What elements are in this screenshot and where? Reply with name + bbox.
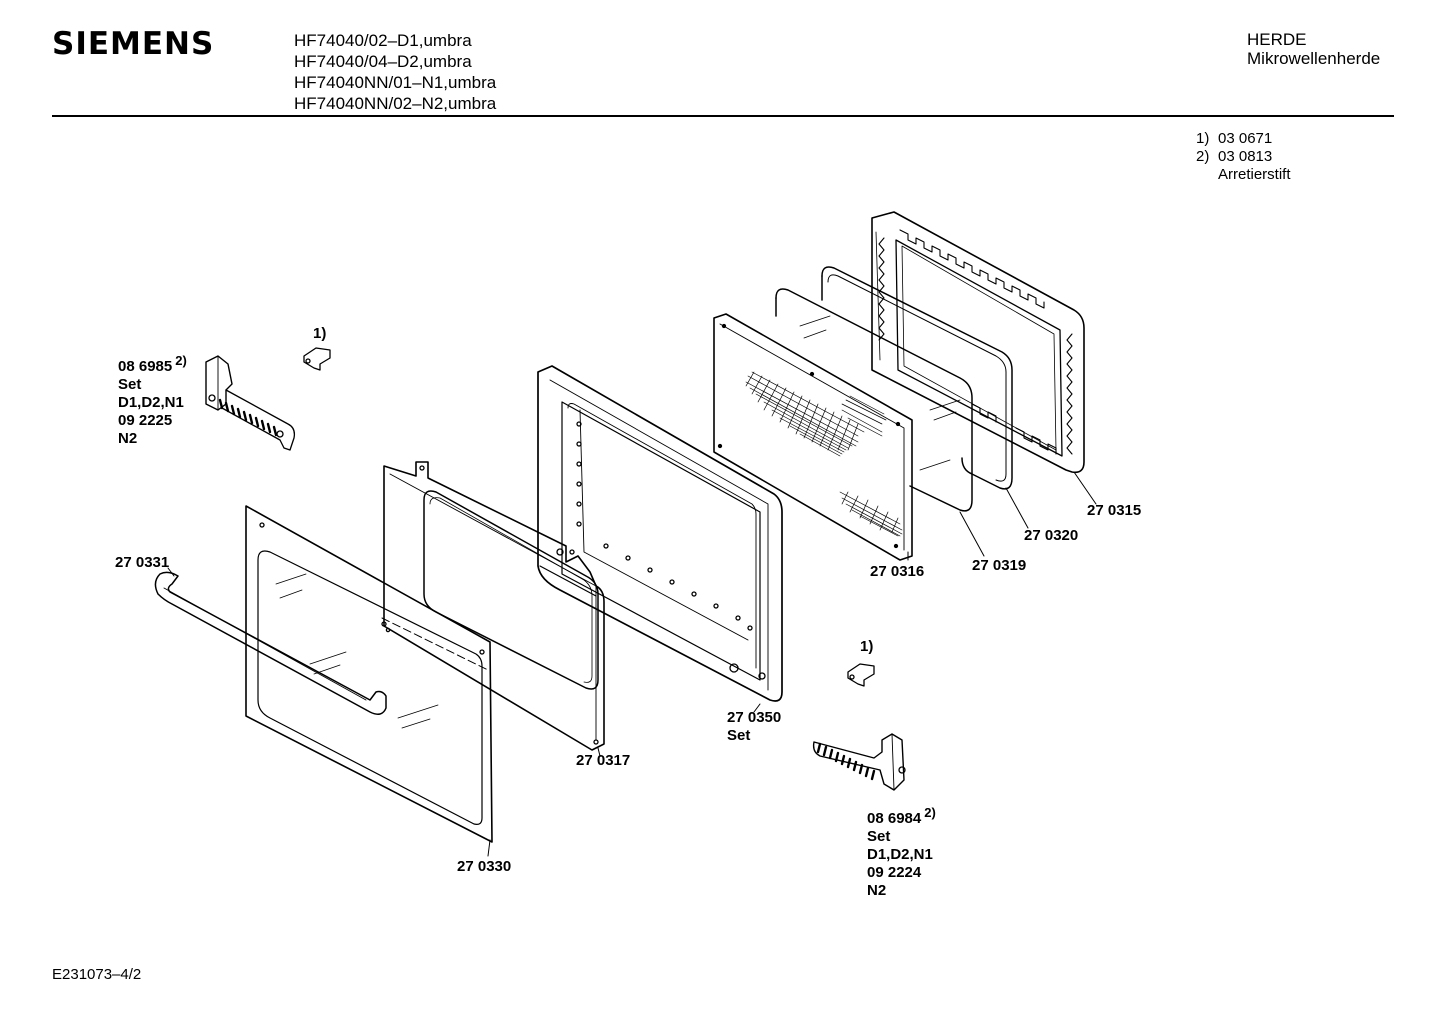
footnote-2: 2) 03 0813 <box>1196 148 1291 166</box>
right-pin-label: 1) <box>860 638 874 655</box>
part-detail: Set <box>867 828 891 845</box>
footnote-ref: 2) <box>175 353 187 368</box>
footnote-text: 03 0813 <box>1218 148 1273 165</box>
document-code: E231073–4/2 <box>52 966 142 983</box>
part-detail: N2 <box>118 430 138 447</box>
handle-drawing <box>155 572 386 714</box>
part-detail: Set <box>118 376 142 393</box>
left-hinge-drawing <box>206 356 294 450</box>
seal-label: 27 0320 <box>1024 527 1079 544</box>
footnote-ref: 2) <box>924 805 936 820</box>
part-detail: D1,D2,N1 <box>867 846 933 863</box>
model-list: HF74040/02–D1,umbra HF74040/04–D2,umbra … <box>294 30 496 114</box>
gasket-frame-label: 27 0315 <box>1087 502 1142 519</box>
part-detail: D1,D2,N1 <box>118 394 184 411</box>
part-detail: N2 <box>867 882 887 899</box>
mesh-hatch <box>746 372 902 536</box>
footnotes: 1) 03 0671 2) 03 0813 Arretierstift <box>1196 130 1291 184</box>
footnote-marker: 1) <box>1196 130 1210 147</box>
part-detail: 09 2225 <box>118 412 173 429</box>
gasket-frame-drawing <box>872 212 1084 472</box>
part-number: 08 6985 <box>118 358 173 375</box>
glass-frame-label: 27 0317 <box>576 752 631 769</box>
outer-glass-label: 27 0330 <box>457 858 512 875</box>
inner-frame-drawing <box>714 314 912 560</box>
model-line: HF74040/02–D1,umbra <box>294 31 472 50</box>
handle-label: 27 0331 <box>115 554 170 571</box>
model-line: HF74040/04–D2,umbra <box>294 52 472 71</box>
footnote-1: 1) 03 0671 <box>1196 130 1291 148</box>
door-frame-drawing <box>538 366 782 701</box>
header-divider <box>52 115 1394 117</box>
leader-lines <box>168 472 1096 856</box>
door-frame-label: 27 0350 Set <box>727 709 781 745</box>
right-hinge-drawing <box>814 734 905 790</box>
part-number: 08 6984 <box>867 810 922 827</box>
inner-frame-label: 27 0316 <box>870 563 925 580</box>
subcategory-label: Mikrowellenherde <box>1247 49 1381 68</box>
left-pin-label: 1) <box>313 325 327 342</box>
footnote-marker: 2) <box>1196 148 1210 165</box>
seal-drawing <box>822 267 1012 489</box>
category-label: HERDE <box>1247 30 1307 49</box>
outer-glass-drawing <box>246 506 492 842</box>
right-pin-drawing <box>848 664 874 686</box>
part-detail: Set <box>727 727 751 744</box>
inner-glass-label: 27 0319 <box>972 557 1027 574</box>
left-pin-drawing <box>304 348 330 370</box>
model-line: HF74040NN/02–N2,umbra <box>294 94 497 113</box>
part-detail: 09 2224 <box>867 864 922 881</box>
footnote-2-desc: Arretierstift <box>1218 166 1291 183</box>
glass-frame-drawing <box>384 462 604 750</box>
brand-logo: SIEMENS <box>52 26 215 62</box>
inner-glass-drawing <box>776 289 972 511</box>
part-number: 27 0350 <box>727 709 782 726</box>
footnote-text: 03 0671 <box>1218 130 1273 147</box>
product-category: HERDE Mikrowellenherde <box>1247 30 1380 68</box>
model-line: HF74040NN/01–N1,umbra <box>294 73 497 92</box>
